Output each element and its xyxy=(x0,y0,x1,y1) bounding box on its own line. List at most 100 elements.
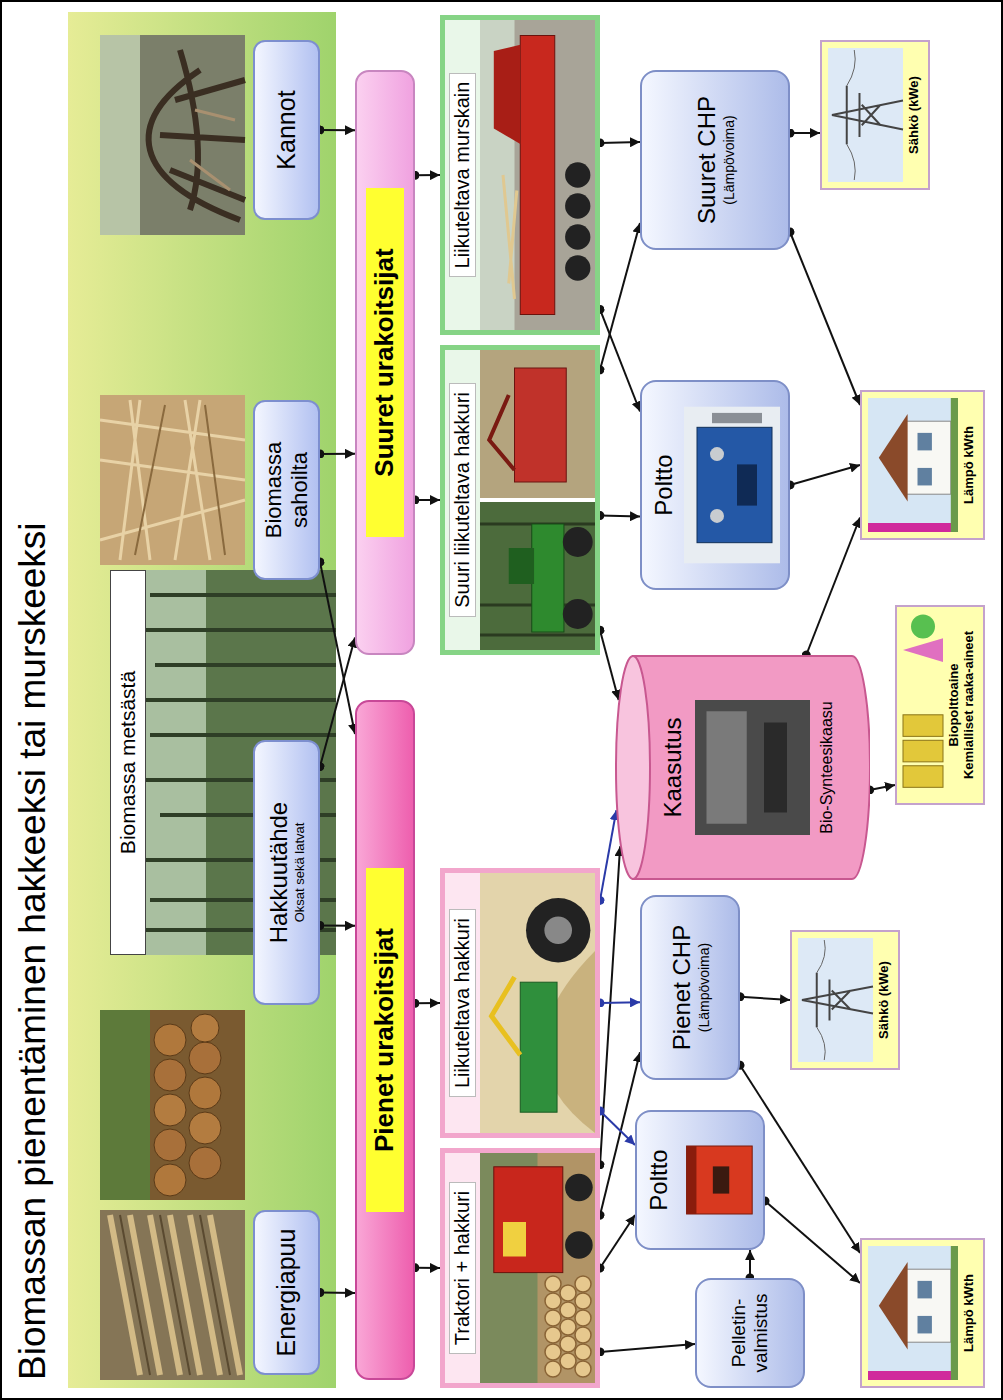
illustration-part xyxy=(951,1246,958,1380)
illustration-part xyxy=(633,656,870,879)
illustration-part xyxy=(545,1327,561,1343)
machine-box: Suuri liikuteltava hakkuri xyxy=(440,345,600,655)
flow-arrow xyxy=(806,518,860,656)
energy-wood-photo xyxy=(100,1210,245,1380)
illustration-part xyxy=(879,414,908,502)
illustration-part xyxy=(560,1336,576,1352)
illustration-part xyxy=(575,1344,591,1360)
flow-arrow xyxy=(320,562,355,734)
illustration-part xyxy=(191,1014,219,1042)
flow-arrow xyxy=(765,1201,860,1283)
illustration-part xyxy=(560,1302,576,1318)
flow-arrow xyxy=(320,129,355,131)
illustration-part xyxy=(545,1293,561,1309)
flow-arrow xyxy=(790,132,820,134)
illustration-part xyxy=(847,50,855,180)
node-label: Suuret CHP xyxy=(693,96,721,224)
flow-arrow xyxy=(870,785,895,790)
illustration-part xyxy=(918,433,932,451)
illustration-part xyxy=(480,500,595,650)
illustration-part xyxy=(494,1167,563,1273)
illustration-part xyxy=(100,1010,245,1200)
flow-arrow xyxy=(600,1111,635,1145)
illustration-part xyxy=(798,938,873,1062)
illustration-part xyxy=(100,1210,245,1380)
illustration-part xyxy=(154,1164,186,1196)
illustration-part xyxy=(480,524,595,635)
illustration-part xyxy=(868,398,958,532)
illustration-part xyxy=(154,1094,186,1126)
illustration-part xyxy=(697,427,772,542)
node-label: Lämpö kWth xyxy=(962,1274,977,1352)
illustration-part xyxy=(520,36,555,315)
output-box: BiopolttoaineKemialliset raaka-aineet xyxy=(895,605,985,805)
illustration-part xyxy=(832,100,903,129)
illustration-part xyxy=(509,548,534,584)
illustration-part xyxy=(565,224,590,249)
illustration-part xyxy=(575,1310,591,1326)
illustration-part xyxy=(565,255,590,280)
illustration-part xyxy=(918,1316,932,1334)
illustration-part xyxy=(710,447,724,461)
illustration-part xyxy=(480,498,595,502)
illustration-part xyxy=(563,599,593,629)
flow-arrow xyxy=(749,1250,751,1278)
node-label: Suuri liikuteltava hakkuri xyxy=(449,383,476,617)
node-label: Lämpö kWth xyxy=(962,426,977,504)
flow-arrow xyxy=(600,223,640,370)
process-box: Pienet CHP(Lämpövoima) xyxy=(640,895,740,1080)
flow-arrow xyxy=(600,516,640,517)
illustration-part xyxy=(918,468,932,486)
node-label: Liikuteltava hakkuri xyxy=(449,909,476,1097)
illustration-part xyxy=(951,398,958,532)
illustration-part xyxy=(713,1166,729,1193)
output-box: Lämpö kWth xyxy=(860,390,985,540)
illustration-part xyxy=(802,986,873,1013)
process-box: Pelletin- valmistus xyxy=(695,1278,805,1388)
process-box: Poltto xyxy=(635,1110,765,1250)
node-label: Sähkö (kWe) xyxy=(877,961,892,1039)
illustration-part xyxy=(879,1262,908,1350)
node-label: Pienet CHP xyxy=(668,925,696,1050)
illustration-part xyxy=(154,1059,186,1091)
illustration-part xyxy=(575,1276,591,1292)
source-box: Biomassa sahoilta xyxy=(253,400,320,580)
illustration-part xyxy=(695,700,810,835)
node-label: Bio-Synteesikaasu xyxy=(818,701,836,834)
node-label: (Lämpövoima) xyxy=(696,943,712,1032)
node-label: Traktori + hakkuri xyxy=(449,1182,476,1354)
flow-arrow xyxy=(600,846,620,1165)
illustration-part xyxy=(100,395,245,565)
illustration-part xyxy=(503,1222,526,1257)
flow-arrow xyxy=(415,499,440,501)
node-label: Suuret urakoitsijat xyxy=(366,188,404,536)
illustration-part xyxy=(565,1174,593,1202)
illustration-part xyxy=(687,1146,697,1214)
node-label: (Lämpövoima) xyxy=(721,115,737,204)
illustration-part xyxy=(903,740,943,762)
logging-residue-photo xyxy=(100,1010,245,1200)
contractor-band: Suuret urakoitsijat xyxy=(355,70,415,655)
illustration-part xyxy=(100,35,245,235)
illustration-part xyxy=(480,1153,595,1383)
illustration-part xyxy=(764,723,787,813)
illustration-part xyxy=(515,368,567,482)
illustration-part xyxy=(150,1010,245,1200)
group-label-box: Biomassa metsästä xyxy=(110,570,146,955)
illustration-part xyxy=(503,175,517,299)
illustration-part xyxy=(903,715,943,737)
node-label: Oksat sekä latvat xyxy=(293,823,308,923)
flow-arrow xyxy=(320,637,355,766)
illustration-part xyxy=(154,1024,186,1056)
illustration-part xyxy=(575,1293,591,1309)
illustration-part xyxy=(560,1353,576,1369)
illustration-part xyxy=(489,395,514,470)
illustration-part xyxy=(154,1129,186,1161)
illustration-part xyxy=(616,656,650,879)
flow-arrow xyxy=(600,810,616,900)
source-box: HakkuutähdeOksat sekä latvat xyxy=(253,740,320,1005)
flow-arrow xyxy=(415,174,440,176)
illustration-part xyxy=(828,48,903,182)
illustration-part xyxy=(492,977,521,1055)
